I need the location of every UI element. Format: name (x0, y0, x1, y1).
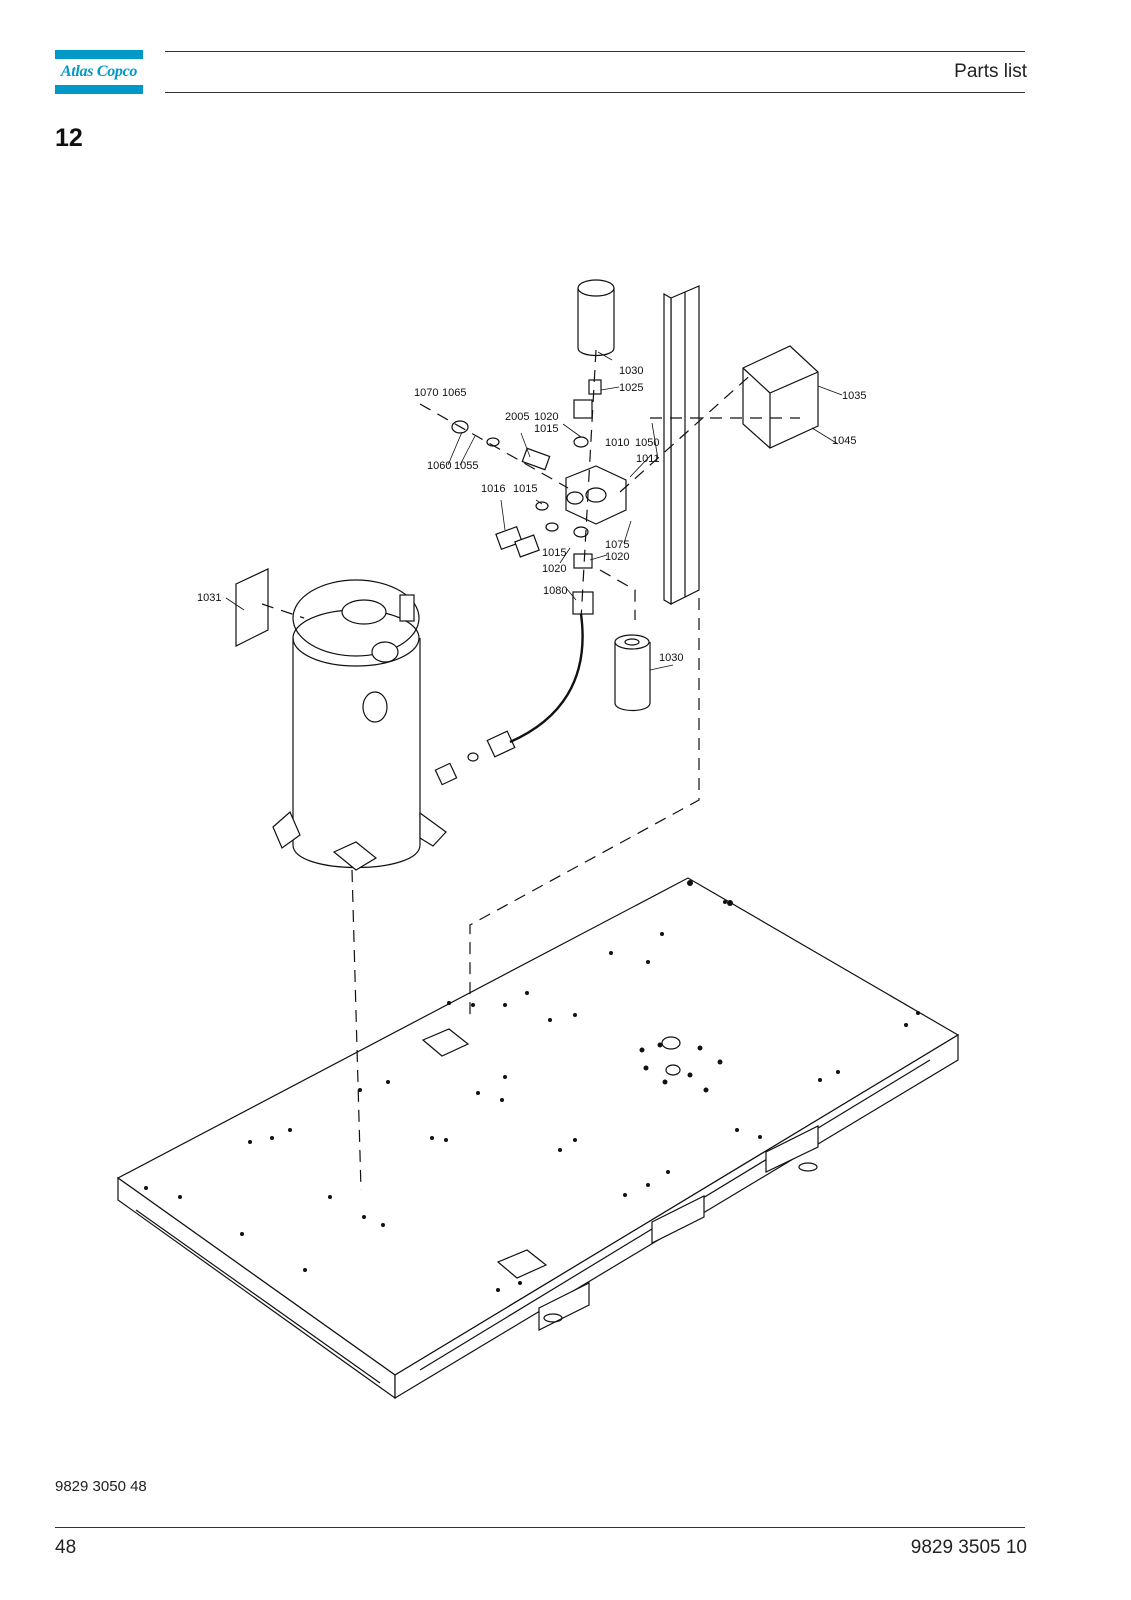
label-1025: 1025 (619, 382, 643, 394)
label-1060: 1060 (427, 460, 451, 472)
section-number: 12 (55, 124, 83, 152)
logo-bar-bottom (55, 85, 143, 94)
label-1031: 1031 (197, 592, 221, 604)
label-1015-mid: 1015 (513, 483, 537, 495)
header-rule-top (165, 51, 1025, 52)
document-number: 9829 3505 10 (910, 1537, 1027, 1558)
label-2005: 2005 (505, 411, 529, 423)
label-1080: 1080 (543, 585, 567, 597)
part-labels: 1030 1025 1035 1070 1065 2005 1020 1015 … (197, 365, 866, 664)
logo-bar-top (55, 50, 143, 59)
label-1045: 1045 (832, 435, 856, 447)
leader-lines (225, 351, 843, 671)
part-1030-lower-filter (614, 634, 651, 712)
footer-rule (55, 1527, 1025, 1528)
part-1035-bracket (742, 345, 819, 449)
base-frame (116, 877, 960, 1400)
receiver-tank (272, 579, 447, 871)
label-1035: 1035 (842, 390, 866, 402)
label-1010: 1010 (605, 437, 629, 449)
part-1030-top-filter (577, 279, 615, 357)
atlas-copco-logo: Atlas Copco (55, 50, 143, 94)
label-1070: 1070 (414, 387, 438, 399)
drawing-reference-number: 9829 3050 48 (55, 1478, 147, 1495)
base-holes (144, 880, 920, 1292)
label-1030-top: 1030 (619, 365, 643, 377)
page-header-title: Parts list (954, 61, 1027, 82)
small-fittings (434, 379, 602, 786)
part-1031-plate (235, 568, 269, 647)
label-1075: 1075 (605, 539, 629, 551)
label-1020-low: 1020 (542, 563, 566, 575)
label-1015-top: 1015 (534, 423, 558, 435)
label-1015-low: 1015 (542, 547, 566, 559)
label-1055: 1055 (454, 460, 478, 472)
label-1030-low: 1030 (659, 652, 683, 664)
header-rule-bottom (165, 92, 1025, 93)
label-1020-right: 1020 (605, 551, 629, 563)
assembly-lines (261, 349, 800, 1191)
flexible-hose (509, 613, 584, 744)
part-1010-filter-head (565, 465, 627, 525)
label-1050: 1050 (635, 437, 659, 449)
label-1011: 1011 (636, 453, 660, 465)
frame-post (663, 285, 700, 606)
logo-brand-text: Atlas Copco (60, 63, 138, 80)
label-1020-top: 1020 (534, 411, 558, 423)
label-1016: 1016 (481, 483, 505, 495)
label-1065: 1065 (442, 387, 466, 399)
page-number: 48 (55, 1537, 77, 1558)
